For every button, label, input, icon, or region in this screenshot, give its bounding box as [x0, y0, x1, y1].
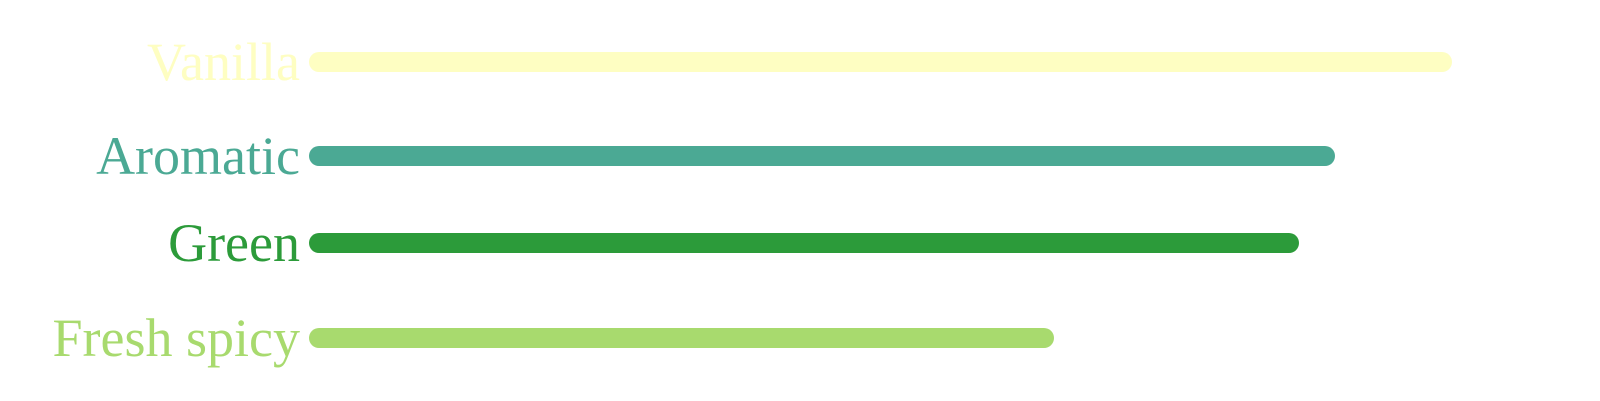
accord-label: Aromatic — [96, 126, 300, 186]
accord-row: Fresh spicy — [0, 308, 1600, 368]
accord-row: Green — [0, 213, 1600, 273]
accord-bar — [309, 52, 1452, 72]
accord-row: Aromatic — [0, 126, 1600, 186]
accord-bar — [309, 146, 1336, 166]
accord-label: Vanilla — [147, 32, 300, 92]
accord-label: Fresh spicy — [52, 308, 300, 368]
accord-bar — [309, 233, 1299, 253]
accord-label: Green — [168, 213, 300, 273]
accord-bar — [309, 328, 1055, 348]
accord-row: Vanilla — [0, 32, 1600, 92]
